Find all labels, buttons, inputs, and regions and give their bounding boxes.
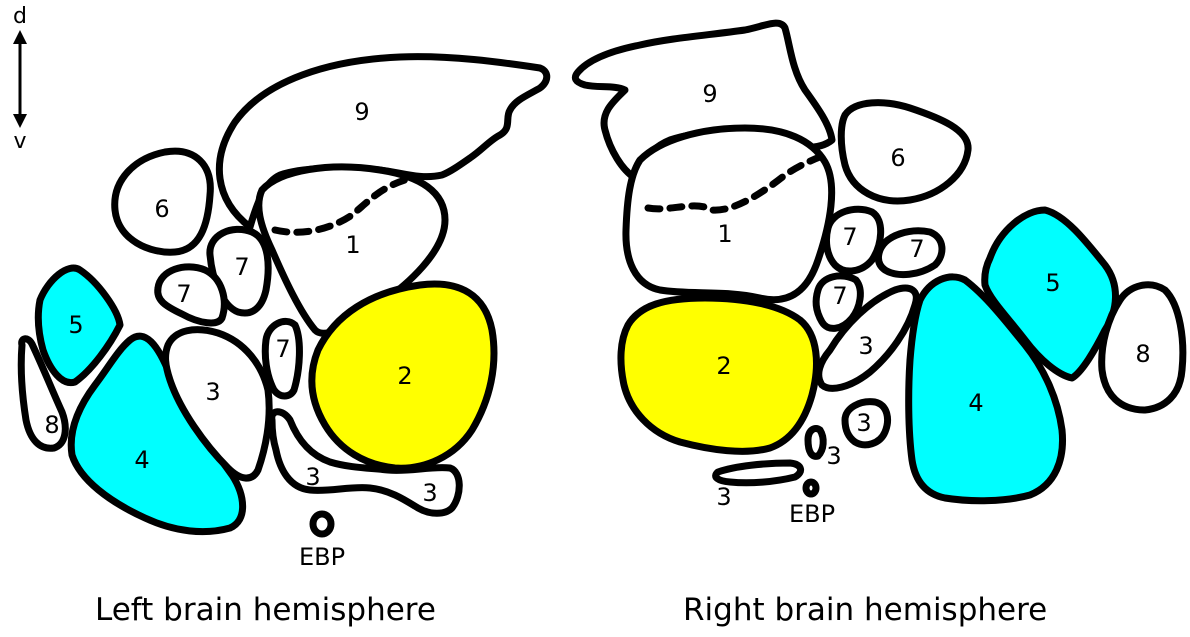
left-label-6: 6 (154, 195, 169, 223)
orientation-arrow: d v (13, 4, 27, 154)
left-label-7b: 7 (176, 280, 191, 308)
right-region-3d (716, 463, 801, 483)
left-label-ebp: EBP (299, 543, 345, 571)
right-label-8: 8 (1135, 340, 1150, 368)
right-label-4: 4 (968, 389, 983, 417)
right-label-3c: 3 (826, 442, 841, 470)
left-label-2: 2 (397, 362, 412, 390)
dorsal-label: d (13, 4, 27, 29)
right-label-7b: 7 (909, 235, 924, 263)
left-label-3c: 3 (422, 479, 437, 507)
right-region-1 (626, 128, 832, 300)
right-label-ebp: EBP (789, 500, 835, 528)
right-label-1: 1 (717, 220, 732, 248)
left-hemisphere: 9 1 6 7 7 7 5 8 4 3 2 3 3 EBP (21, 57, 547, 571)
right-region-3c (808, 428, 823, 456)
left-label-9: 9 (354, 98, 369, 126)
right-label-9: 9 (702, 80, 717, 108)
right-label-6: 6 (890, 144, 905, 172)
right-label-3d: 3 (716, 483, 731, 511)
right-hemisphere: 9 1 6 7 7 7 5 8 4 2 3 3 3 3 EBP (575, 23, 1182, 528)
left-hemisphere-caption: Left brain hemisphere (95, 592, 436, 628)
left-ebp-outline (313, 514, 331, 534)
right-label-7a: 7 (842, 223, 857, 251)
left-label-5: 5 (68, 311, 83, 339)
right-label-5: 5 (1045, 269, 1060, 297)
left-label-4: 4 (134, 446, 149, 474)
ventral-label: v (13, 129, 26, 154)
left-label-1: 1 (345, 231, 360, 259)
right-ebp-outline (806, 482, 816, 494)
right-label-3a: 3 (858, 332, 873, 360)
left-label-3a: 3 (205, 378, 220, 406)
right-label-2: 2 (716, 352, 731, 380)
left-label-8: 8 (44, 411, 59, 439)
right-label-3b: 3 (856, 409, 871, 437)
left-label-3b: 3 (305, 463, 320, 491)
right-hemisphere-caption: Right brain hemisphere (683, 592, 1047, 628)
left-label-7c: 7 (275, 335, 290, 363)
left-label-7a: 7 (234, 253, 249, 281)
right-label-7c: 7 (832, 282, 847, 310)
hemisphere-diagram: d v 9 1 6 7 7 7 5 8 4 3 2 3 3 EBP (0, 0, 1190, 592)
